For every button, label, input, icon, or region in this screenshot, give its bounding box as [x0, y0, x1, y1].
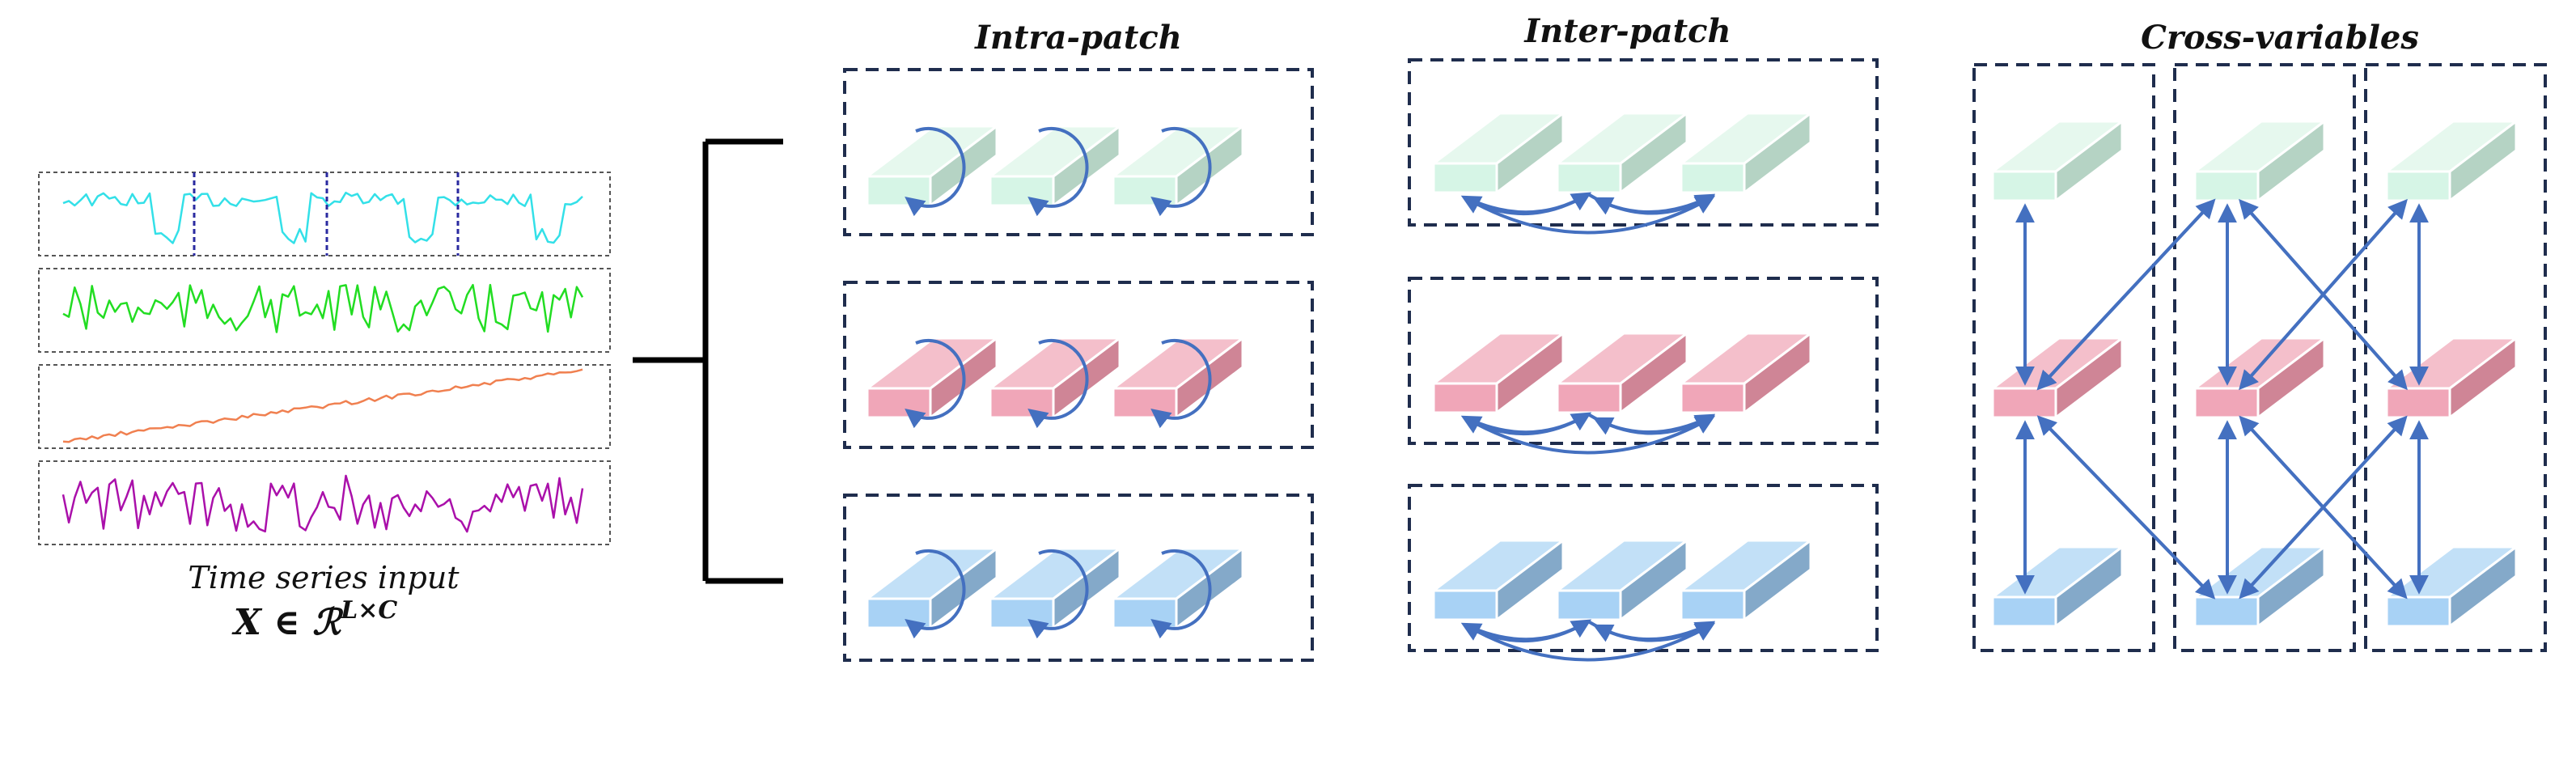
cross-box-2: [2173, 63, 2356, 652]
inter-block-blue-3: [1680, 539, 1812, 621]
series-box-4: [38, 460, 611, 545]
inter-arrow-blue-1to2: [1472, 619, 1592, 642]
series-line-4: [61, 474, 584, 533]
series-line-1: [62, 191, 583, 244]
intra-block-pink-2: [989, 337, 1121, 419]
intra-block-blue-2: [989, 547, 1121, 629]
series-box-1: [38, 172, 611, 256]
cross-block-pink-3: [2385, 337, 2518, 419]
inter-arrow-green-1to2: [1472, 192, 1592, 214]
inter-arrow-pink-1to2: [1472, 412, 1592, 434]
inter-block-green-3: [1680, 112, 1812, 194]
inter-box-3: [1408, 484, 1879, 652]
cross-arrow-24: [2239, 417, 2406, 600]
intra-block-blue-3: [1112, 547, 1244, 629]
intra-self-arrow-green-1: [905, 126, 966, 217]
panel-title-inter: Inter-patch: [1523, 12, 1731, 50]
intra-self-arrow-blue-2: [1027, 549, 1089, 639]
cross-block-green-1: [1991, 120, 2124, 202]
intra-self-arrow-blue-3: [1150, 549, 1212, 639]
intra-self-arrow-blue-1: [905, 549, 966, 639]
cross-block-green-2: [2193, 120, 2326, 202]
cross-block-blue-2: [2193, 545, 2326, 628]
patch-blocks: [866, 112, 2518, 629]
intra-self-arrow-pink-3: [1150, 338, 1212, 429]
series-line-3: [62, 368, 583, 443]
intra-block-green-3: [1112, 125, 1244, 207]
input-formula: X ∈ ℛL×C: [231, 596, 398, 643]
intra-block-pink-1: [866, 337, 998, 419]
inter-arrow-blue-1to3: [1467, 622, 1716, 662]
time-series-input: Time series input X ∈ ℛL×C: [38, 172, 611, 643]
branch-bracket: [633, 138, 783, 584]
cross-block-pink-1: [1991, 337, 2124, 419]
intra-block-blue-1: [866, 547, 998, 629]
series-line-2: [62, 283, 584, 333]
intra-self-arrow-pink-2: [1027, 338, 1089, 429]
panel-title-cross: Cross-variables: [2141, 19, 2419, 57]
cross-block-pink-2: [2193, 337, 2326, 419]
intra-self-arrow-pink-1: [905, 338, 966, 429]
inter-block-pink-3: [1680, 332, 1812, 414]
cross-block-blue-1: [1991, 545, 2124, 628]
inter-block-pink-2: [1556, 332, 1688, 414]
attention-arrows: [905, 126, 2429, 662]
cross-arrow-18: [2239, 198, 2407, 388]
cross-box-1: [1972, 63, 2155, 652]
intra-box-1: [843, 68, 1314, 236]
intra-box-2: [843, 281, 1314, 449]
inter-arrow-green-3to2: [1592, 194, 1713, 215]
cross-block-green-3: [2385, 120, 2518, 202]
intra-self-arrow-green-2: [1027, 126, 1089, 217]
inter-block-green-2: [1556, 112, 1688, 194]
cross-arrow-20: [2036, 415, 2214, 598]
cross-arrow-14: [2036, 200, 2214, 391]
inter-block-green-1: [1432, 112, 1565, 194]
inter-box-2: [1408, 277, 1879, 445]
intra-self-arrow-green-3: [1150, 126, 1212, 217]
panel-title-intra: Intra-patch: [974, 19, 1182, 57]
intra-block-green-1: [866, 125, 998, 207]
cross-block-blue-3: [2385, 545, 2518, 628]
formula-superscript: L×C: [340, 596, 397, 625]
inter-arrow-green-1to3: [1467, 195, 1716, 235]
inter-block-pink-1: [1432, 332, 1565, 414]
series-lines: [61, 191, 584, 533]
intra-block-pink-3: [1112, 337, 1244, 419]
input-caption: Time series input: [188, 560, 460, 595]
inter-arrow-pink-3to2: [1592, 414, 1713, 435]
intra-block-green-2: [989, 125, 1121, 207]
inter-block-blue-1: [1432, 539, 1565, 621]
inter-arrow-blue-3to2: [1592, 621, 1713, 642]
intra-box-3: [843, 494, 1314, 662]
inter-arrow-pink-1to3: [1467, 415, 1716, 455]
inter-block-blue-2: [1556, 539, 1688, 621]
cross-box-3: [2364, 63, 2547, 652]
